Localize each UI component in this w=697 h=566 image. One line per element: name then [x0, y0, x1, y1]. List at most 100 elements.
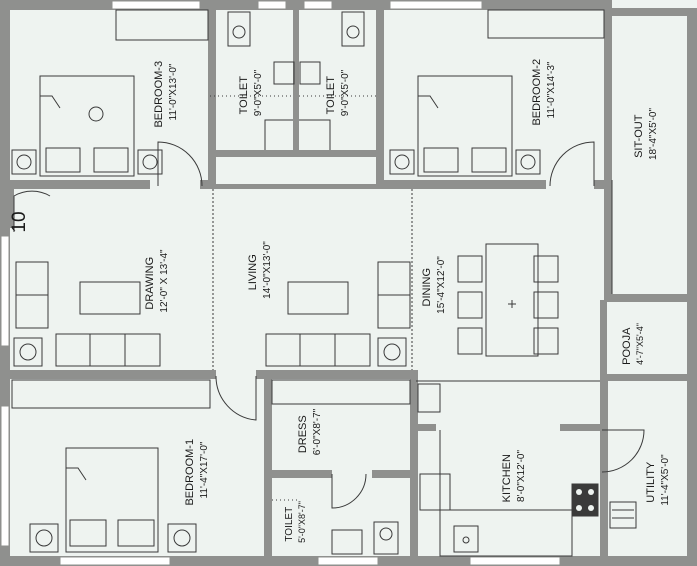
wall-pooja-bottom — [604, 374, 697, 381]
wall-dress-right — [410, 370, 418, 566]
fridge-kitchen — [419, 473, 451, 511]
label-bedroom1: BEDROOM-1 11'-4"X17'-0" — [180, 434, 210, 505]
fixtures — [11, 9, 645, 557]
chair-dining-r1 — [533, 255, 559, 283]
wall-toilets-bottom — [208, 150, 384, 157]
wall-toilets-mid — [293, 8, 299, 156]
pillow-bedroom1-a — [69, 519, 107, 547]
lamp-bedroom3-a — [16, 154, 32, 170]
wc-toilet-c — [373, 521, 399, 555]
counter-kitchen — [439, 509, 573, 557]
sofa-living — [265, 333, 371, 367]
wardrobe-bedroom3 — [115, 9, 209, 41]
chair-dining-l3 — [457, 327, 483, 355]
sidetable-bedroom1-a — [29, 523, 59, 553]
door-toilet-b — [299, 119, 331, 150]
lamp-bedroom2-b — [520, 154, 536, 170]
lamp-bedroom1-a — [35, 529, 53, 547]
label-sitout: SIT-OUT 18'-4"X5'-0" — [629, 108, 659, 161]
wall-bed2-bottom — [376, 180, 546, 189]
entrance-marker: 10 — [9, 211, 30, 232]
label-pooja: POOJA 4'-7"X5'-4" — [617, 323, 645, 365]
wall-sitout-bottom — [604, 294, 697, 302]
door-dress — [331, 473, 367, 509]
window-top-bed3 — [111, 0, 201, 10]
window-top-toilet-a — [257, 0, 287, 10]
wall-kitchen-top — [416, 424, 436, 431]
sink-kitchen — [453, 525, 479, 553]
wardrobe-bedroom2 — [487, 9, 605, 39]
wall-kitchen-right — [600, 380, 608, 566]
basin-toilet-a — [273, 61, 295, 85]
label-drawing: DRAWING 12'-0" X 13'-4" — [140, 249, 170, 313]
wall-kitchen-top-r — [560, 424, 607, 431]
sidetable-bedroom3-a — [11, 149, 37, 175]
label-dress: DRESS 6'-0"X8'-7" — [293, 408, 323, 455]
table-living — [287, 281, 349, 315]
sidetable-living — [377, 337, 407, 367]
wall-right-sitout — [687, 8, 697, 298]
wall-bed3-bottom-r — [200, 180, 216, 189]
wc-toilet-b-bowl — [346, 25, 360, 39]
wall-dress-bottom — [272, 470, 332, 478]
wall-bed3-bottom — [10, 180, 150, 189]
chair-dining-r2 — [533, 291, 559, 319]
bed-bedroom2-fold — [418, 95, 439, 109]
door-entrance — [13, 190, 51, 232]
wall-dress-bottom-r — [372, 470, 416, 478]
label-kitchen: KITCHEN 8'-0"X12'-0" — [497, 450, 527, 503]
wall-utility-right — [687, 374, 697, 566]
windows — [0, 0, 561, 566]
window-top-toilet-b — [303, 0, 333, 10]
lamp-living — [383, 343, 401, 361]
entrance-number: 10 — [9, 211, 30, 232]
wall-sitout-top — [604, 8, 697, 16]
window-left-bed1 — [0, 405, 10, 547]
wall-right-top — [604, 0, 612, 300]
label-bedroom3: BEDROOM-3 11'-0"X13'-0" — [149, 56, 179, 127]
lamp-bedroom3-b — [142, 154, 158, 170]
pillow-bedroom3-b — [93, 147, 129, 173]
table-dining — [485, 243, 539, 357]
washbasin-dining — [417, 383, 441, 413]
wall-pooja-right — [687, 294, 697, 380]
pillow-bedroom1-b — [117, 519, 155, 547]
door-bedroom2 — [549, 141, 595, 187]
stove-kitchen — [571, 483, 599, 517]
door-toilet-a — [264, 119, 293, 150]
washer-utility — [609, 501, 637, 529]
label-living: LIVING 14'-0"X13'-0" — [243, 241, 273, 299]
room-labels: BEDROOM-3 11'-0"X13'-0" TOILET 9'-0"X5'-… — [140, 54, 671, 543]
window-bottom-toilet-c — [317, 556, 379, 566]
label-toilet-a: TOILET 9'-0"X5'-0" — [234, 69, 264, 116]
chair-dining-l1 — [457, 255, 483, 283]
door-bedroom3 — [157, 141, 203, 187]
pillow-bedroom2-b — [471, 147, 507, 173]
wardrobe-bedroom1 — [11, 379, 211, 409]
sidetable-bedroom2-b — [515, 149, 541, 175]
sidetable-bedroom2-a — [389, 149, 415, 175]
chair-dining-r3 — [533, 327, 559, 355]
wall-bed1-top-r — [256, 370, 416, 379]
window-bottom-bed1 — [59, 556, 171, 566]
wc-toilet-a-bowl — [232, 25, 246, 39]
label-bedroom2: BEDROOM-2 11'-0"X14'-3" — [527, 54, 557, 125]
sofa-drawing — [55, 333, 161, 367]
window-left-drawing — [0, 235, 10, 347]
label-dining: DINING 15'-4"X12'-0" — [417, 256, 447, 314]
pillow-bedroom3-a — [45, 147, 81, 173]
label-toilet-c: TOILET 5'-0"X8'-7" — [279, 501, 307, 543]
window-bottom-kitchen — [469, 556, 561, 566]
window-top-bed2 — [389, 0, 483, 10]
bed-bedroom1 — [65, 447, 159, 553]
chair-dining-l2 — [457, 291, 483, 319]
wall-toilet-gap-fill — [216, 184, 376, 189]
lamp-bedroom1-b — [173, 529, 191, 547]
label-utility: UTILITY 11'-4"X5'-0" — [641, 454, 671, 506]
sidetable-bedroom3-b — [137, 149, 163, 175]
wall-left-stub — [0, 188, 14, 228]
sidetable-drawing — [13, 337, 43, 367]
sink-kitchen-drain — [462, 536, 470, 544]
pillow-bedroom2-a — [423, 147, 459, 173]
